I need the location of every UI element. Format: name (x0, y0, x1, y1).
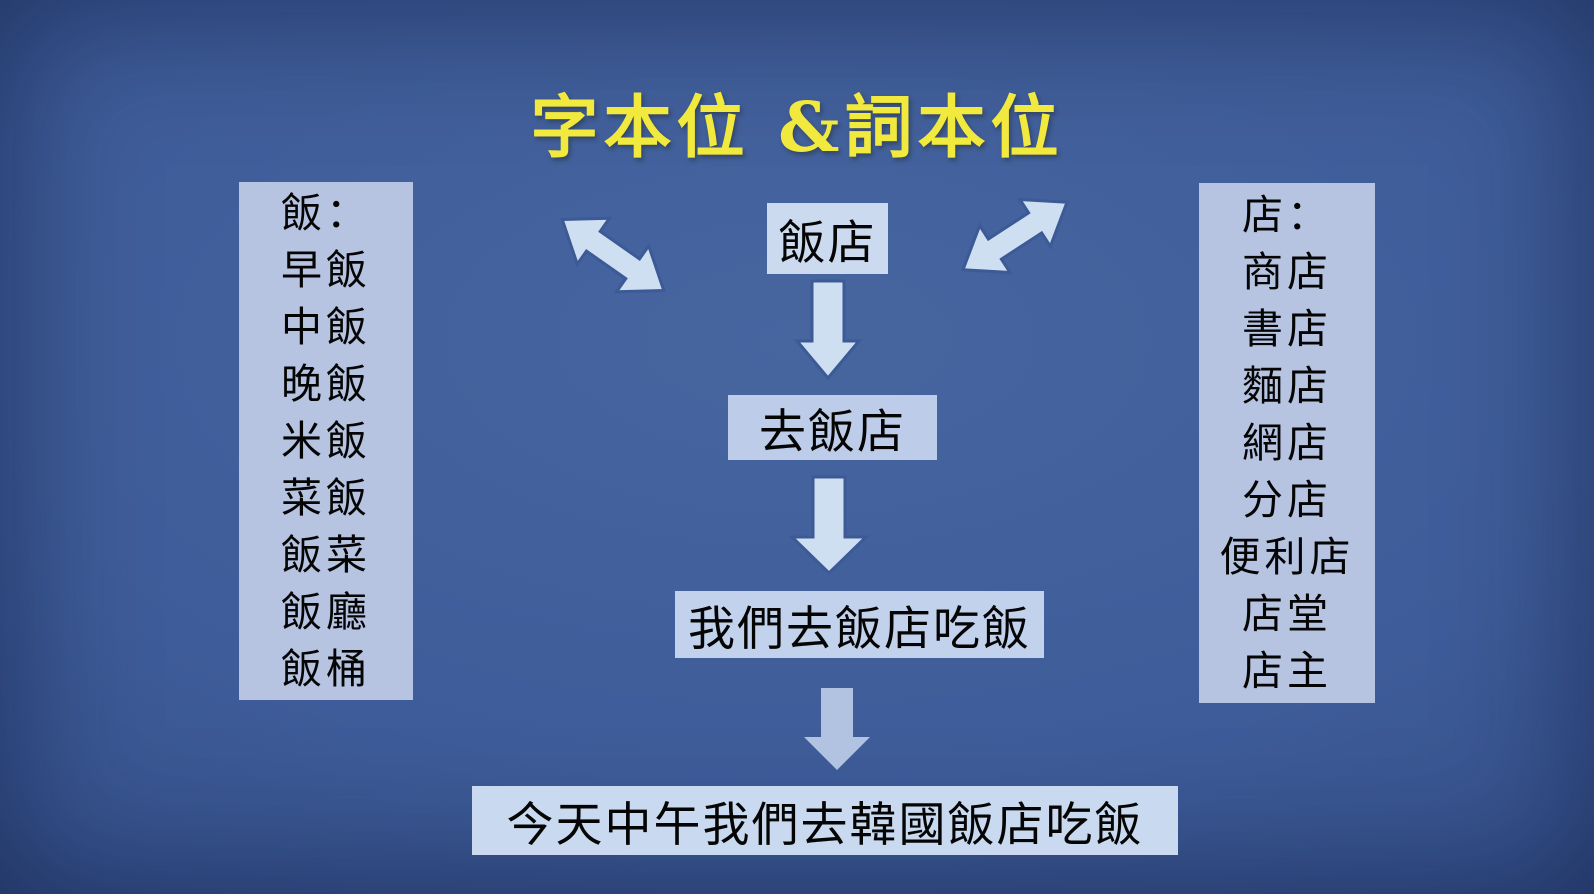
word-list-item: 飯： (281, 188, 371, 237)
word-list-item: 網店 (1242, 418, 1332, 467)
down-arrow-3-icon (804, 688, 870, 770)
word-list-item: 米飯 (281, 416, 371, 465)
word-list-item: 中飯 (281, 302, 371, 351)
double-arrow-right-icon (960, 197, 1070, 275)
flow-step-4: 今天中午我們去韓國飯店吃飯 (472, 786, 1178, 855)
left-word-list: 飯： 早飯 中飯 晚飯 米飯 菜飯 飯菜 飯廳 飯桶 (239, 182, 413, 700)
word-list-item: 晚飯 (281, 359, 371, 408)
word-list-item: 飯桶 (281, 644, 371, 693)
double-arrow-left-icon (560, 216, 666, 294)
right-word-list: 店： 商店 書店 麵店 網店 分店 便利店 店堂 店主 (1199, 183, 1375, 703)
slide-title: 字本位 &詞本位 (530, 88, 1064, 168)
word-list-item: 便利店 (1219, 532, 1355, 581)
down-arrow-2-icon (788, 475, 870, 576)
word-list-item: 店堂 (1242, 589, 1332, 638)
word-list-item: 菜飯 (281, 473, 371, 522)
flow-step-2: 去飯店 (728, 395, 937, 460)
flow-step-1: 飯店 (767, 203, 888, 274)
flow-step-3: 我們去飯店吃飯 (675, 591, 1044, 658)
word-list-item: 分店 (1242, 475, 1332, 524)
down-arrow-1-icon (793, 279, 863, 381)
word-list-item: 書店 (1242, 304, 1332, 353)
word-list-item: 早飯 (281, 245, 371, 294)
word-list-item: 店： (1242, 190, 1332, 239)
word-list-item: 飯廳 (281, 587, 371, 636)
word-list-item: 店主 (1242, 646, 1332, 695)
word-list-item: 飯菜 (281, 530, 371, 579)
word-list-item: 商店 (1242, 247, 1332, 296)
word-list-item: 麵店 (1242, 361, 1332, 410)
